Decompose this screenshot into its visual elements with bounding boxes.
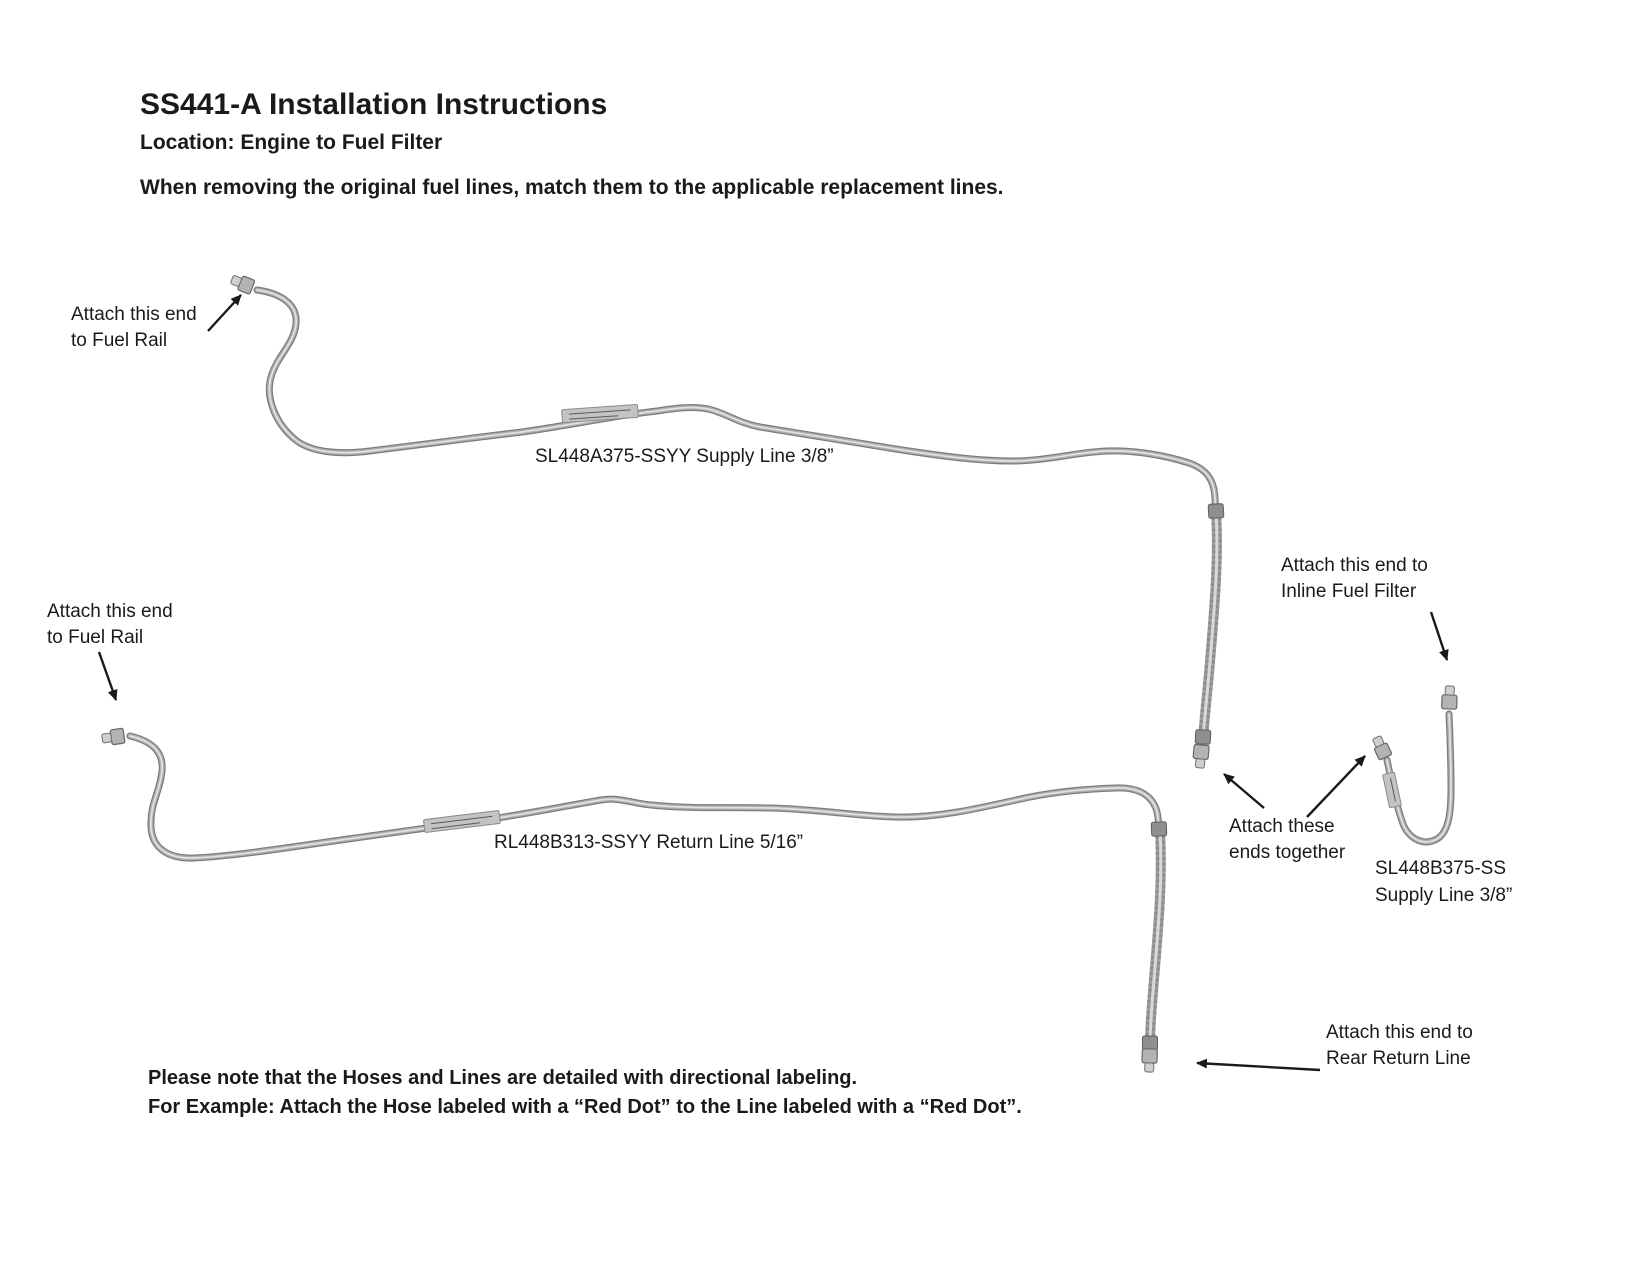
sticker-label — [423, 810, 501, 833]
crimp-collar — [1194, 729, 1212, 745]
crimp-collar — [1150, 821, 1168, 837]
intro-text: When removing the original fuel lines, m… — [140, 176, 1004, 199]
callout-arrows — [97, 294, 1449, 1072]
page-title: SS441-A Installation Instructions — [140, 88, 608, 121]
supply-line-label: SL448A375-SSYY Supply Line 3/8” — [535, 446, 834, 467]
supply-line-art — [230, 275, 1225, 769]
jumper-left-fitting — [1372, 735, 1393, 761]
return-fuel-rail-fitting — [101, 727, 126, 746]
jumper-line-art — [1372, 685, 1458, 846]
jumper-line-label: SL448B375-SS Supply Line 3/8” — [1375, 858, 1513, 906]
sticker-label — [561, 403, 639, 424]
footer-notes: Please note that the Hoses and Lines are… — [148, 1064, 1022, 1122]
crimp-collar — [1142, 1035, 1158, 1051]
note-line-1: Please note that the Hoses and Lines are… — [148, 1067, 858, 1089]
arrow-ends-together-left — [1223, 773, 1265, 809]
annotation-rear-return-line: Attach this end to Rear Return Line — [1326, 1022, 1473, 1069]
sticker-label — [1382, 771, 1402, 809]
annotation-fuel-rail-supply: Attach this end to Fuel Rail — [71, 304, 197, 351]
annotation-inline-fuel-filter: Attach this end to Inline Fuel Filter — [1281, 555, 1428, 602]
arrow-ends-together-right — [1306, 755, 1366, 818]
return-line-label: RL448B313-SSYY Return Line 5/16” — [494, 832, 804, 853]
supply-fuel-rail-fitting — [230, 275, 256, 295]
jumper-filter-fitting — [1441, 685, 1458, 710]
note-line-2: For Example: Attach the Hose labeled wit… — [148, 1096, 1022, 1118]
arrow-inline-fuel-filter — [1429, 611, 1449, 661]
location-subtitle: Location: Engine to Fuel Filter — [140, 131, 443, 154]
annotation-ends-together: Attach these ends together — [1229, 816, 1346, 863]
supply-lower-fitting — [1192, 743, 1210, 769]
annotation-fuel-rail-return: Attach this end to Fuel Rail — [47, 601, 173, 648]
arrow-fuel-rail-return — [97, 651, 118, 701]
arrow-fuel-rail-supply — [207, 294, 242, 332]
crimp-collar — [1207, 503, 1225, 519]
return-line-art — [101, 727, 1168, 1073]
arrow-rear-return-line — [1196, 1058, 1321, 1072]
return-rear-fitting — [1141, 1048, 1158, 1073]
